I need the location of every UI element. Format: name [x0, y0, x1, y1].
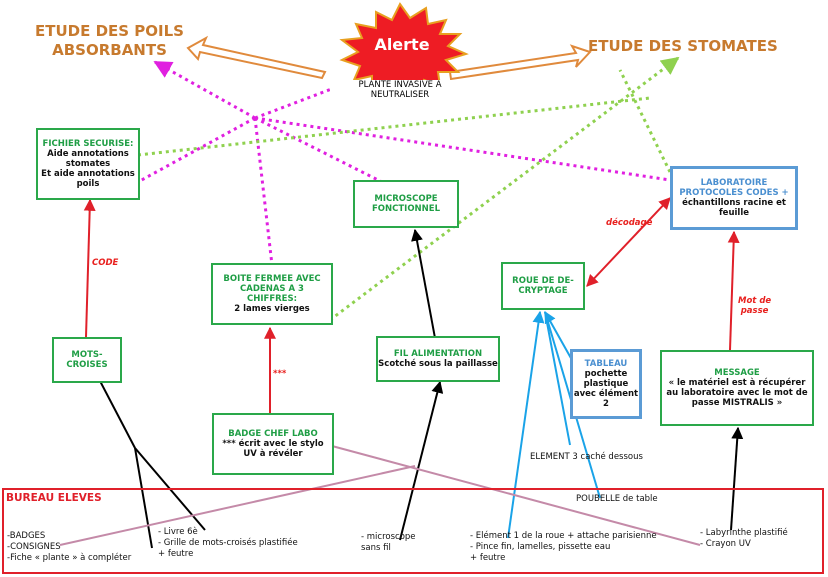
bureau-col5: - Labyrinthe plastifié - Crayon UV — [700, 528, 788, 549]
box-badge-chef: BADGE CHEF LABO *** écrit avec le stylo … — [212, 413, 334, 475]
edge-label-code: CODE — [92, 258, 119, 268]
edge-lg-1 — [329, 56, 680, 322]
title-poils: ETUDE DES POILS ABSORBANTS — [35, 22, 184, 59]
edge-code — [83, 198, 96, 338]
box-fil-title: FIL ALIMENTATION — [393, 349, 483, 359]
box-fichier-body: Aide annotations stomates Et aide annota… — [41, 149, 135, 189]
box-fil-alimentation: FIL ALIMENTATION Scotché sous la paillas… — [376, 336, 500, 382]
box-tableau-title: TABLEAU — [584, 359, 628, 369]
bureau-eleves-frame — [2, 488, 824, 574]
bureau-col4: - Elément 1 de la roue + attache parisie… — [470, 531, 657, 563]
box-roue-title: ROUE DE DE- CRYPTAGE — [512, 276, 574, 296]
edge-label-decodage: décodage — [606, 218, 653, 228]
bureau-col3: - microscope sans fil — [361, 532, 416, 553]
box-roue-decryptage: ROUE DE DE- CRYPTAGE — [501, 262, 585, 310]
box-fil-body: Scotché sous la paillasse — [378, 359, 498, 369]
box-boite-title: BOITE FERMEE AVEC CADENAS A 3 CHIFFRES: — [223, 274, 321, 304]
box-message: MESSAGE « le matériel est à récupérer au… — [660, 350, 814, 426]
bureau-eleves-title: BUREAU ELEVES — [6, 492, 102, 504]
box-badge-body: *** écrit avec le stylo UV à révéler — [222, 439, 324, 459]
orange-arrow-left — [186, 35, 327, 80]
bureau-col2: - Livre 6è - Grille de mots-croisés plas… — [158, 527, 298, 559]
label-element3: ELEMENT 3 caché dessous — [530, 452, 643, 462]
edge-label-motdepasse: Mot de passe — [738, 296, 772, 316]
orange-arrow-right — [448, 44, 592, 81]
box-badge-title: BADGE CHEF LABO — [228, 429, 318, 439]
box-boite-fermee: BOITE FERMEE AVEC CADENAS A 3 CHIFFRES: … — [211, 263, 333, 325]
box-mots-title: MOTS- CROISES — [66, 350, 108, 370]
edge-mag-1 — [153, 60, 256, 120]
box-boite-body: 2 lames vierges — [234, 304, 310, 314]
box-mots-croises: MOTS- CROISES — [52, 337, 122, 383]
alerte-subtitle: PLANTE INVASIVE A NEUTRALISER — [330, 80, 470, 100]
alerte-label: Alerte — [374, 35, 430, 54]
box-message-body: « le matériel est à récupérer au laborat… — [666, 378, 808, 408]
label-poubelle: POUBELLE de table — [576, 494, 658, 504]
box-tableau-body: pochette plastique avec élément 2 — [573, 369, 639, 409]
box-tableau: TABLEAU pochette plastique avec élément … — [570, 349, 642, 419]
box-laboratoire-body: échantillons racine et feuille — [682, 198, 786, 218]
box-laboratoire-title: LABORATOIRE PROTOCOLES CODES + — [679, 178, 789, 198]
edge-label-stars: *** — [273, 369, 287, 379]
box-microscope: MICROSCOPE FONCTIONNEL — [353, 180, 459, 228]
box-fichier-securise: FICHIER SECURISE: Aide annotations stoma… — [36, 128, 140, 200]
title-stomates: ETUDE DES STOMATES — [588, 37, 778, 55]
box-microscope-title: MICROSCOPE FONCTIONNEL — [371, 194, 441, 214]
box-message-title: MESSAGE — [714, 368, 760, 378]
box-laboratoire: LABORATOIRE PROTOCOLES CODES + échantill… — [670, 166, 798, 230]
box-fichier-title: FICHIER SECURISE: — [42, 139, 134, 149]
bureau-col1: -BADGES -CONSIGNES -Fiche « plante » à c… — [7, 531, 132, 563]
